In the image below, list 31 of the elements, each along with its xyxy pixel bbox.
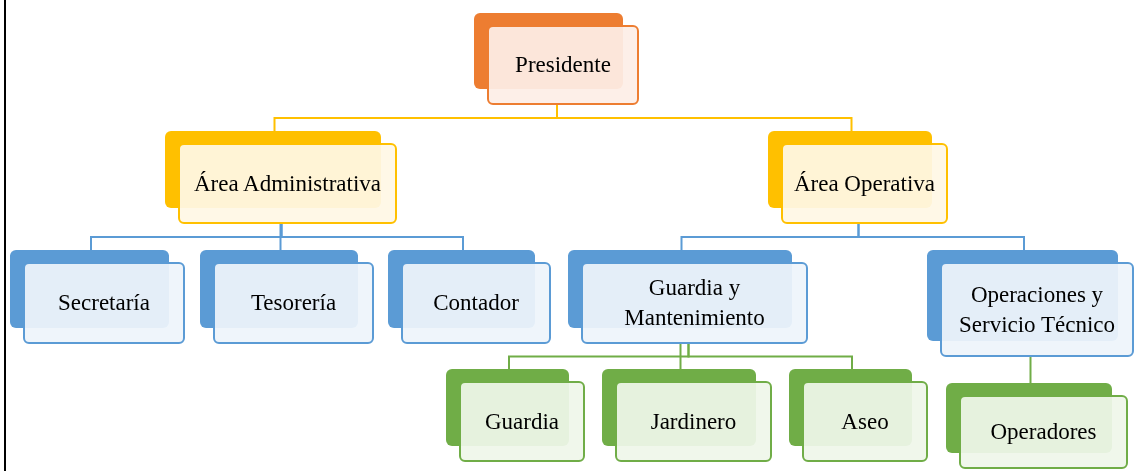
org-chart-box — [568, 250, 808, 344]
box-label: Secretaría — [58, 289, 150, 318]
box-label: Operaciones y Servicio Técnico — [957, 280, 1117, 339]
org-chart-box — [946, 383, 1128, 469]
connector-line — [687, 343, 853, 370]
org-chart-box — [165, 131, 397, 224]
box-label: Presidente — [515, 51, 611, 80]
box-label: Jardinero — [650, 407, 737, 436]
box-label: Contador — [433, 289, 519, 318]
connector-line — [280, 223, 464, 251]
box-label: Tesorería — [250, 289, 337, 318]
box-label: Guardia — [484, 407, 560, 436]
box-label: Aseo — [841, 407, 889, 436]
connector-line — [857, 223, 1025, 251]
connector-line — [1029, 356, 1032, 384]
org-chart-box — [602, 369, 772, 462]
org-chart-box — [10, 250, 185, 344]
org-chart-box — [474, 13, 639, 105]
box-label: Área Operativa — [793, 169, 936, 198]
org-chart-box — [927, 250, 1134, 357]
connector-line — [556, 104, 853, 132]
org-chart-box — [388, 250, 551, 344]
connector-line — [279, 223, 282, 251]
org-chart-box — [446, 369, 585, 462]
connector-line — [679, 343, 682, 370]
org-chart-box — [789, 369, 928, 462]
box-label: Operadores — [990, 418, 1097, 447]
box-label: Guardia y Mantenimiento — [623, 274, 766, 332]
box-label: Área Administrativa — [193, 169, 382, 198]
org-chart-box — [768, 131, 948, 224]
org-chart-box — [200, 250, 374, 344]
